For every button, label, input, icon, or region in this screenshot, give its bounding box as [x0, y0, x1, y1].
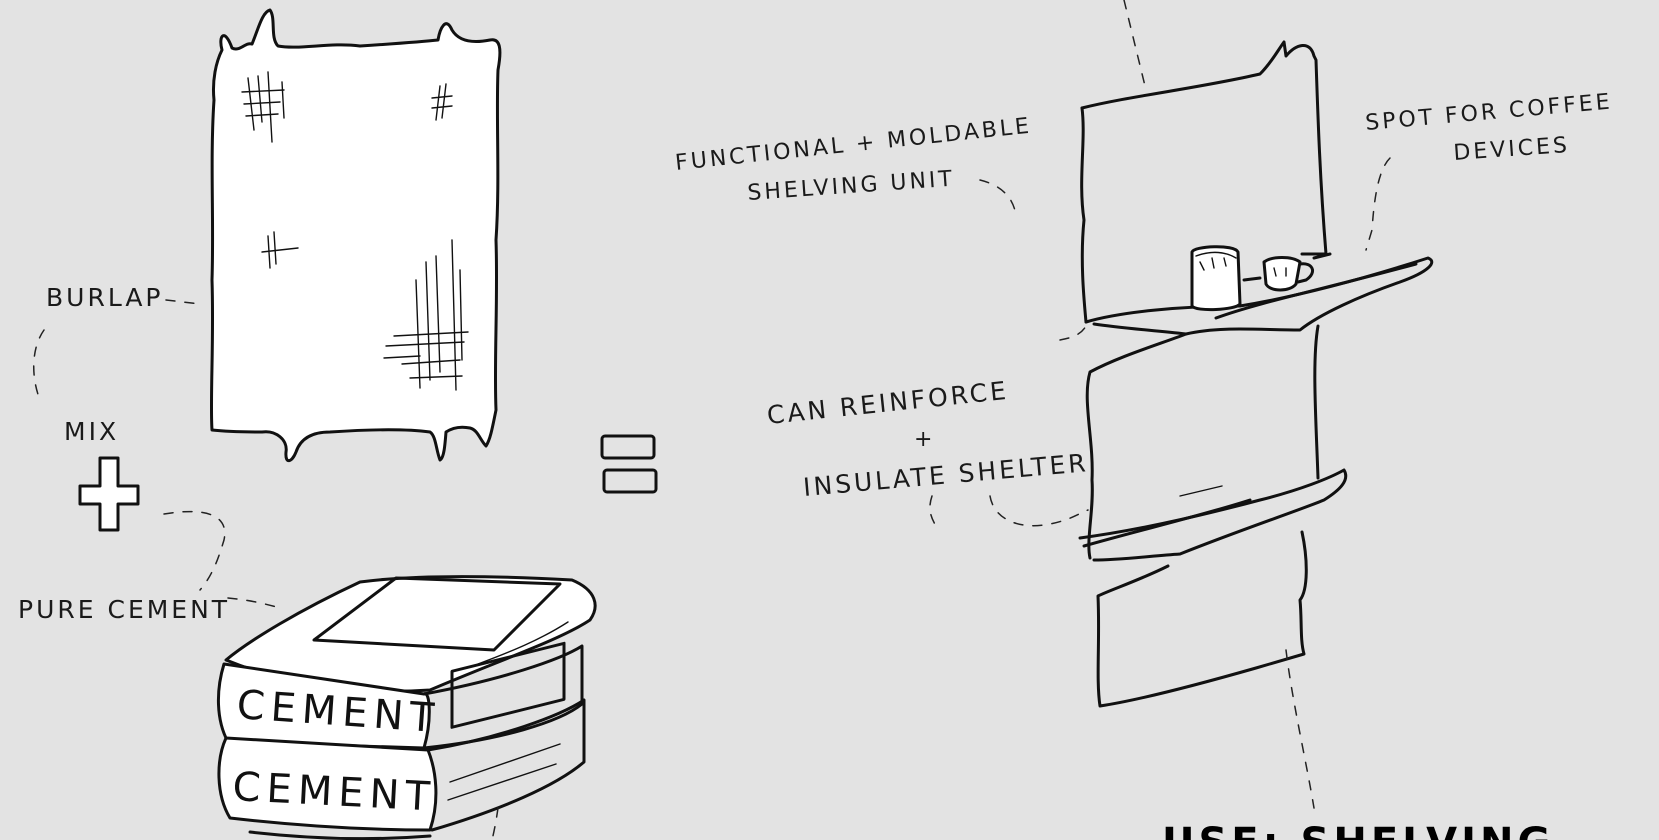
pure-cement-label: PURE CEMENT: [18, 595, 230, 624]
functional-leader: [980, 180, 1016, 216]
coffee-leader: [1366, 158, 1390, 250]
reinforce-label-line2: INSULATE SHELTER: [802, 448, 1090, 502]
functional-label-line1: FUNCTIONAL + MOLDABLE: [674, 114, 1033, 176]
reinforce-plus: +: [914, 427, 935, 452]
plus-icon: [80, 458, 138, 530]
burlap-leader: [166, 300, 200, 304]
shelving-unit: [1080, 42, 1432, 706]
plus-to-cement-leader: [164, 512, 225, 590]
reinforce-label-line1: CAN REINFORCE: [766, 376, 1011, 430]
cement-bags: CEMENT CEMENT: [218, 577, 595, 839]
pure-cement-leader: [228, 598, 280, 608]
burlap-label: BURLAP: [46, 283, 164, 312]
equals-icon: [602, 436, 656, 492]
coffee-label-line1: SPOT FOR COFFEE: [1364, 89, 1613, 136]
use-label: USE: SHELVING: [1162, 820, 1554, 840]
axis-line-top: [1124, 0, 1146, 90]
axis-line-bottom: [1286, 650, 1314, 808]
mix-label: MIX: [64, 417, 119, 446]
functional-label-line2: SHELVING UNIT: [747, 167, 956, 206]
bottom-bag-leader: [492, 808, 498, 840]
burlap-to-mix-leader: [34, 330, 44, 400]
top-shelf-leader: [1060, 326, 1086, 340]
reinforce-leader-b: [990, 496, 1088, 526]
burlap-sheet: [211, 10, 500, 461]
coffee-label-line2: DEVICES: [1453, 133, 1571, 166]
reinforce-leader-a: [930, 496, 936, 526]
